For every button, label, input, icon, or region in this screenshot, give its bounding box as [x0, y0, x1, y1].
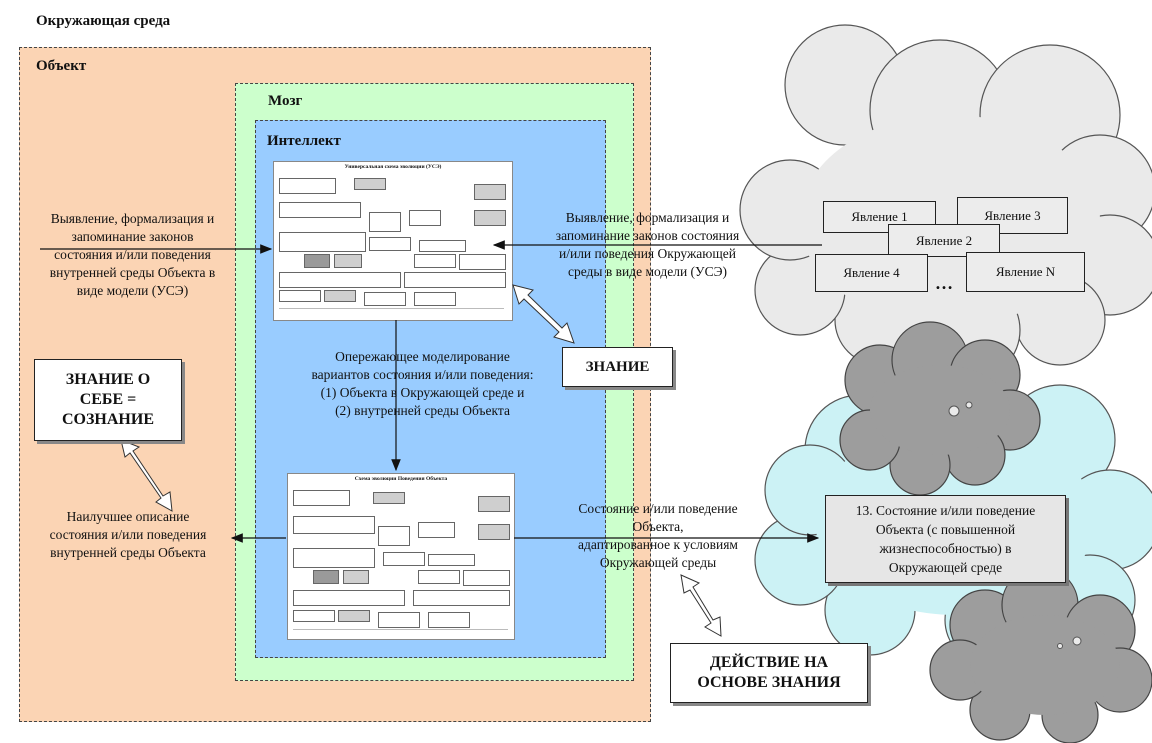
state-13-box: 13. Состояние и/или поведение Объекта (с…	[825, 495, 1066, 583]
object-label: Объект	[36, 58, 87, 74]
phenomenon-n: Явление N	[966, 252, 1085, 292]
phenomena-ellipsis: …	[935, 273, 953, 293]
phenomenon-3: Явление 3	[957, 197, 1068, 234]
left-law-text: Выявление, формализация и запоминание за…	[49, 211, 216, 298]
adapted-state-text: Состояние и/или поведение Объекта, адапт…	[578, 501, 738, 570]
knowledge-box: ЗНАНИЕ	[562, 347, 673, 387]
double-arrow-knowledge	[512, 284, 575, 344]
intellect-label: Интеллект	[267, 133, 341, 149]
object-behavior-scheme-thumbnail: Схема эволюции Поведения Объекта	[287, 473, 515, 640]
double-arrow-self-knowledge	[120, 439, 173, 512]
action-box: ДЕЙСТВИЕ НА ОСНОВЕ ЗНАНИЯ	[670, 643, 868, 703]
double-arrow-action	[680, 574, 722, 637]
dark-cloud-bottom	[929, 566, 1152, 743]
thumb-top-title: Универсальная схема эволюции (УСЭ)	[344, 164, 442, 170]
thumb-bottom-title: Схема эволюции Поведения Объекта	[354, 476, 448, 482]
phenomenon-4: Явление 4	[815, 254, 928, 292]
brain-label: Мозг	[268, 93, 303, 109]
environment-label: Окружающая среда	[36, 13, 171, 29]
right-law-text: Выявление, формализация и запоминание за…	[555, 210, 740, 279]
advance-modeling-text: Опережающее моделирование вариантов сост…	[311, 349, 534, 418]
phenomenon-1: Явление 1	[823, 201, 936, 233]
self-knowledge-box: ЗНАНИЕ О СЕБЕ = СОЗНАНИЕ	[34, 359, 182, 441]
universal-evolution-scheme-thumbnail: Универсальная схема эволюции (УСЭ)	[273, 161, 513, 321]
best-description-text: Наилучшее описание состояния и/или повед…	[49, 509, 207, 560]
phenomenon-2: Явление 2	[888, 224, 1000, 257]
dark-cloud-middle	[839, 321, 1041, 496]
